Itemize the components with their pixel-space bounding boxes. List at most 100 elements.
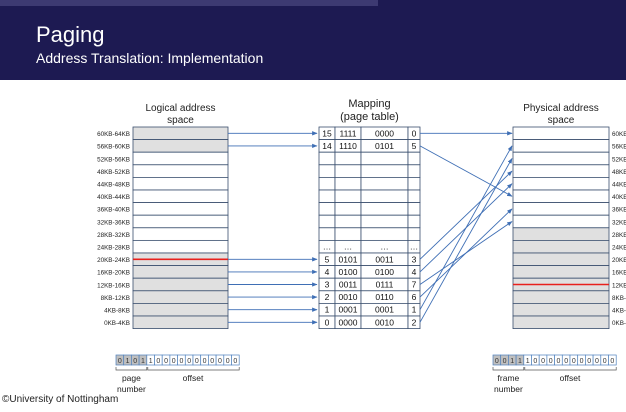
physical-range-label: 52KB-56KB bbox=[612, 156, 626, 163]
table-to-physical-arrow bbox=[419, 208, 513, 298]
slide-header: Paging Address Translation: Implementati… bbox=[0, 0, 626, 80]
physical-frame-row bbox=[512, 302, 610, 317]
physical-range-label: 0KB-4KB bbox=[612, 320, 626, 327]
physical-frame-row bbox=[512, 202, 610, 216]
frame-number-label: number bbox=[494, 384, 523, 392]
logical-range-label: 0KB-4KB bbox=[104, 320, 130, 327]
logical-address-bit: 1 bbox=[126, 358, 130, 365]
slide-subtitle: Address Translation: Implementation bbox=[36, 50, 264, 66]
physical-range-label: 48KB-52KB bbox=[612, 169, 626, 176]
page-table-cell-value: 1 bbox=[412, 305, 417, 315]
table-to-physical-arrow bbox=[419, 145, 513, 310]
physical-address-bit: 0 bbox=[595, 358, 599, 365]
logical-page-row bbox=[132, 227, 229, 241]
physical-space-title: Physical address bbox=[523, 103, 599, 114]
page-table-cell bbox=[318, 177, 336, 191]
physical-frame-row bbox=[512, 214, 610, 229]
logical-offset-label: offset bbox=[183, 373, 204, 383]
logical-range-label: 36KB-40KB bbox=[97, 207, 130, 214]
header-strip bbox=[0, 0, 378, 6]
physical-address-bit: 0 bbox=[564, 358, 568, 365]
physical-offset-label: offset bbox=[560, 373, 581, 383]
logical-address-bit: 0 bbox=[118, 358, 122, 365]
physical-range-label: 16KB-20KB bbox=[612, 270, 626, 277]
page-table-cell bbox=[334, 214, 362, 229]
logical-address-bit: 0 bbox=[133, 358, 137, 365]
page-table-cell-value: 6 bbox=[412, 292, 417, 302]
physical-range-label: 40KB-44KB bbox=[612, 194, 626, 201]
logical-page-row bbox=[132, 189, 229, 204]
logical-address-bit: 0 bbox=[156, 358, 160, 365]
paging-diagram: Logical addressspace60KB-64KB56KB-60KB52… bbox=[97, 98, 626, 392]
physical-range-label: 32KB-36KB bbox=[612, 219, 626, 226]
page-table-cell bbox=[334, 202, 362, 216]
logical-address-bit: 0 bbox=[226, 358, 230, 365]
logical-range-label: 28KB-32KB bbox=[97, 232, 130, 239]
page-table-cell-value: 0010 bbox=[375, 317, 394, 327]
logical-address-bit: 0 bbox=[203, 358, 207, 365]
physical-frame-row bbox=[512, 164, 610, 178]
physical-range-label: 28KB-32KB bbox=[612, 232, 626, 239]
logical-page-row bbox=[132, 214, 229, 229]
page-table-cell bbox=[334, 164, 362, 178]
physical-address-bit: 0 bbox=[572, 358, 576, 365]
page-table-cell-value: 4 bbox=[325, 267, 330, 277]
page-table-cell bbox=[360, 189, 409, 204]
logical-offset-bracket bbox=[147, 367, 240, 371]
physical-range-label: 36KB-40KB bbox=[612, 207, 626, 214]
logical-range-label: 16KB-20KB bbox=[97, 270, 130, 277]
logical-address-bit: 0 bbox=[172, 358, 176, 365]
page-table-cell bbox=[318, 214, 336, 229]
page-table-cell bbox=[318, 227, 336, 241]
physical-range-label: 8KB-12KB bbox=[612, 295, 626, 302]
page-table-cell-value: 1111 bbox=[339, 128, 356, 138]
page-table-cell bbox=[407, 151, 421, 166]
page-table-cell-value: … bbox=[380, 242, 389, 252]
page-table-cell-value: 3 bbox=[325, 280, 330, 290]
physical-frame-row bbox=[512, 227, 610, 241]
page-table-cell-value: 0100 bbox=[339, 267, 358, 277]
physical-address-bit: 0 bbox=[587, 358, 591, 365]
logical-range-label: 24KB-28KB bbox=[97, 244, 130, 251]
page-table-cell-value: 7 bbox=[412, 280, 417, 290]
page-table-cell-value: 14 bbox=[322, 141, 332, 151]
physical-address-bit: 0 bbox=[580, 358, 584, 365]
page-table-cell-value: 0001 bbox=[339, 305, 358, 315]
logical-page-row bbox=[132, 265, 229, 279]
physical-range-label: 24KB-28KB bbox=[612, 244, 626, 251]
page-table-cell-value: 0110 bbox=[375, 292, 394, 302]
page-table-cell bbox=[407, 177, 421, 191]
page-table-cell-value: … bbox=[323, 242, 332, 252]
page-table-cell-value: 0010 bbox=[339, 292, 358, 302]
physical-frame-row bbox=[512, 315, 610, 330]
page-table-cell bbox=[407, 227, 421, 241]
page-table-cell-value: 0101 bbox=[339, 254, 358, 264]
logical-range-label: 44KB-48KB bbox=[97, 181, 130, 188]
page-table-cell-value: 0001 bbox=[375, 305, 394, 315]
physical-address-bit: 1 bbox=[518, 358, 522, 365]
physical-frame-row bbox=[512, 290, 610, 304]
logical-address-bit: 0 bbox=[195, 358, 199, 365]
page-table-cell-value: … bbox=[344, 242, 353, 252]
page-table-cell-value: 5 bbox=[412, 141, 417, 151]
page-table-cell bbox=[318, 202, 336, 216]
page-table-cell-value: 1110 bbox=[339, 141, 357, 151]
logical-range-label: 8KB-12KB bbox=[101, 295, 130, 302]
slide-title: Paging bbox=[36, 22, 105, 47]
logical-range-label: 56KB-60KB bbox=[97, 144, 130, 151]
page-table-cell bbox=[407, 189, 421, 204]
page-table-cell-value: 0011 bbox=[375, 254, 394, 264]
logical-range-label: 12KB-16KB bbox=[97, 282, 130, 289]
table-to-physical-arrow bbox=[419, 170, 513, 260]
page-table-cell-value: 0100 bbox=[375, 267, 394, 277]
physical-frame-row bbox=[512, 177, 610, 191]
physical-range-label: 56KB-60KB bbox=[612, 144, 626, 151]
logical-address-bit: 0 bbox=[179, 358, 183, 365]
physical-address-bit: 0 bbox=[533, 358, 537, 365]
page-table-cell-value: 15 bbox=[322, 128, 332, 138]
page-table-title: Mapping bbox=[348, 98, 390, 110]
physical-frame-row bbox=[512, 151, 610, 166]
physical-space-title: space bbox=[548, 115, 575, 126]
page-table-cell bbox=[407, 214, 421, 229]
logical-page-row bbox=[132, 139, 229, 153]
